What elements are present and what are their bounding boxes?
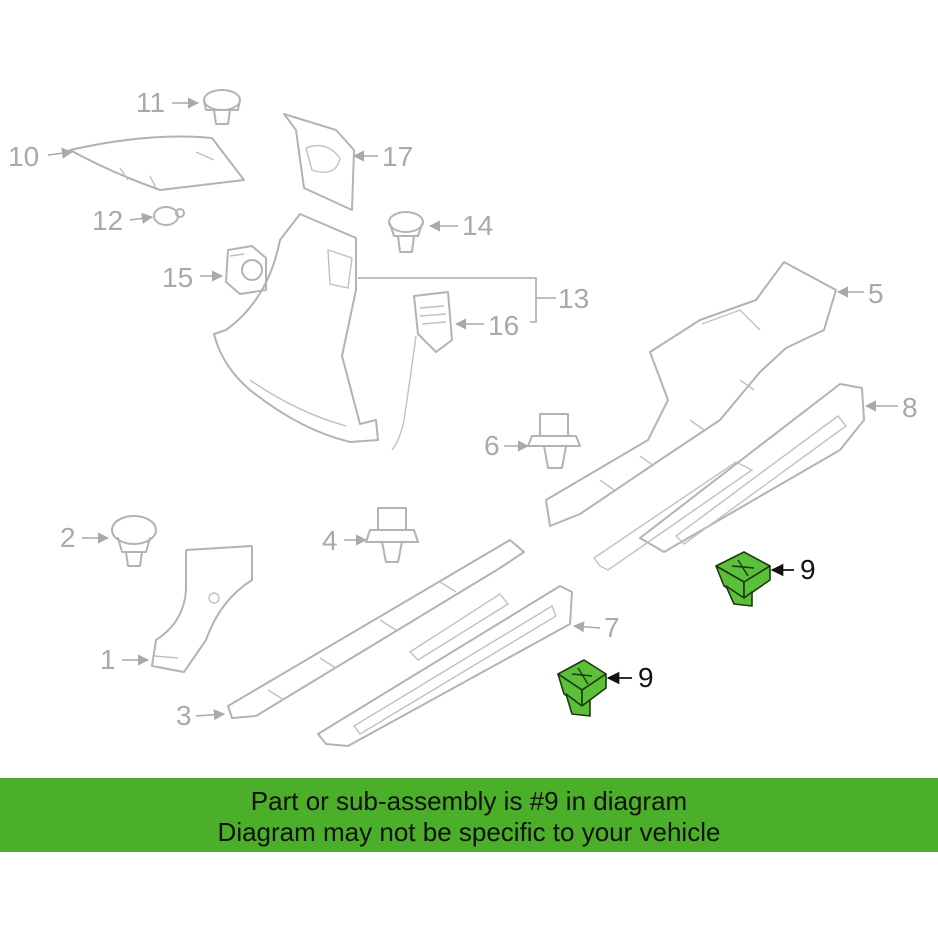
part-10-trim [69,135,245,191]
callout-2: 2 [60,522,76,553]
part-5-sill [545,261,837,527]
part-9-clip-lower [557,659,607,717]
part-4-clip [365,507,419,563]
callout-4: 4 [322,525,338,556]
part-11-clip [203,89,241,125]
part-8-plate [592,383,865,571]
callout-17: 17 [382,141,414,172]
part-2-clip [111,515,157,567]
callout-14: 14 [462,210,494,241]
info-banner: Part or sub-assembly is #9 in diagram Di… [0,778,938,852]
part-13-pillar [213,213,379,443]
callout-16: 16 [488,310,520,341]
callout-1: 1 [100,644,116,675]
callout-11: 11 [136,87,166,118]
callout-6: 6 [484,430,500,461]
part-17-trim [283,113,355,211]
part-7-plate [317,585,573,747]
part-14-clip [388,211,424,253]
part-6-clip [527,413,581,469]
callout-8: 8 [902,392,918,423]
callout-9-lower: 9 [638,662,654,693]
callout-3: 3 [176,700,192,731]
callout-12: 12 [92,205,124,236]
callout-5: 5 [868,278,884,309]
callout-9-upper: 9 [800,554,816,585]
parts-diagram [47,89,898,747]
callout-7: 7 [604,612,620,643]
callout-10: 10 [8,141,40,172]
banner-line-1: Part or sub-assembly is #9 in diagram [250,786,688,816]
part-15-block [225,245,267,295]
banner-line-2: Diagram may not be specific to your vehi… [217,817,721,847]
part-1-trim [151,545,253,673]
callout-15: 15 [162,262,194,293]
part-16-vent [391,291,453,451]
part-3-strip [227,539,525,719]
part-9-clip-upper [715,551,771,607]
part-12-plug [153,206,185,226]
callout-13: 13 [558,283,590,314]
